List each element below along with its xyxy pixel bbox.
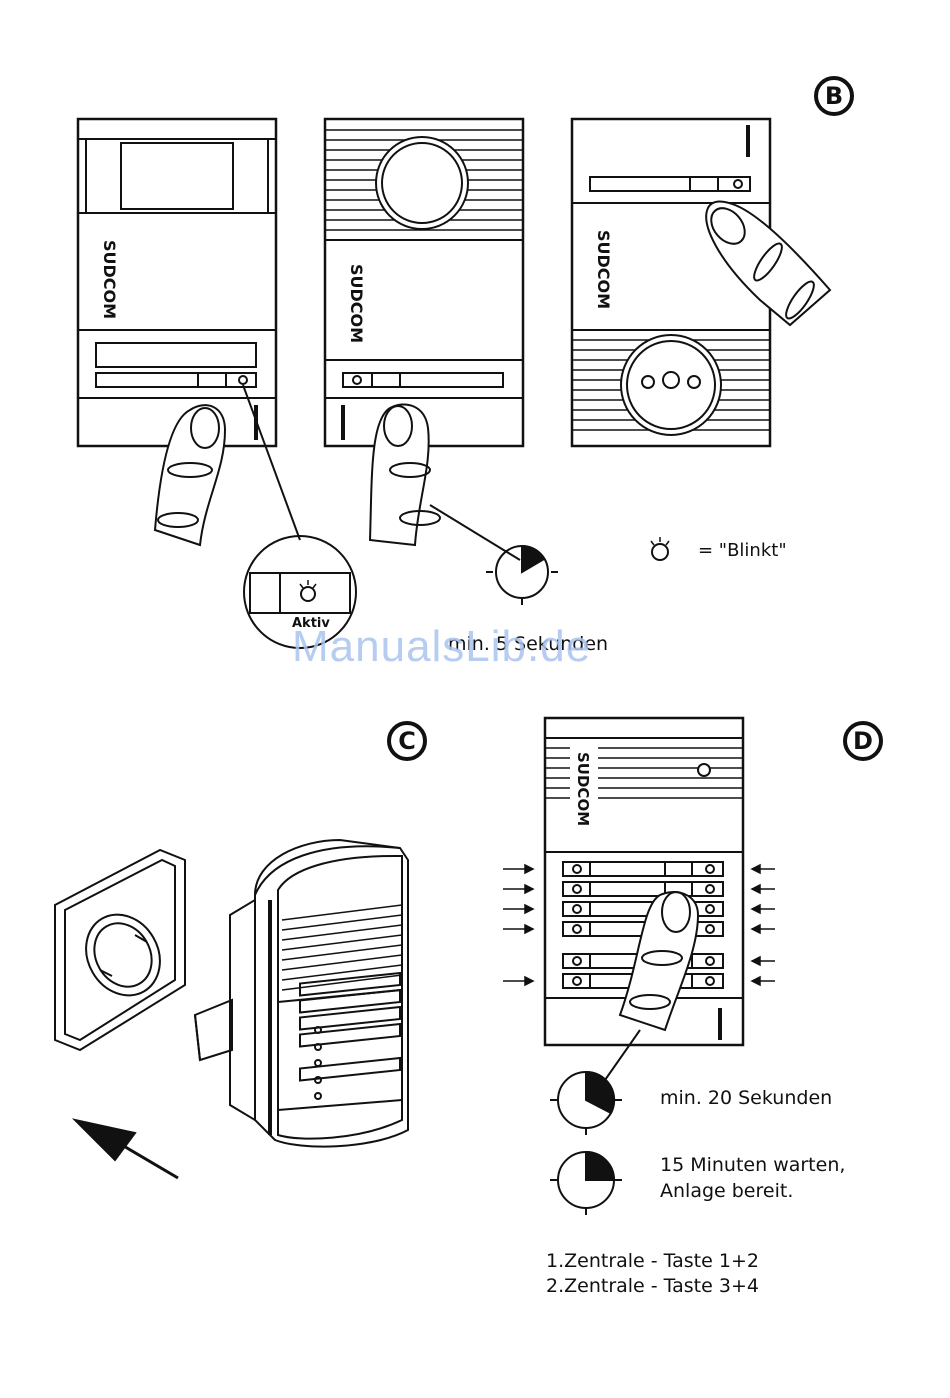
min-20-label: min. 20 Sekunden bbox=[660, 1087, 832, 1109]
section-d-badge: D bbox=[843, 721, 883, 761]
wait-line-2: Anlage bereit. bbox=[660, 1180, 793, 1202]
timer-5s bbox=[486, 546, 558, 605]
manualslib-watermark: ManualsLib.de bbox=[292, 622, 591, 672]
plug-in-receiver bbox=[195, 840, 408, 1147]
wall-socket bbox=[55, 850, 185, 1050]
wait-line-1: 15 Minuten warten, bbox=[660, 1154, 845, 1176]
svg-text:SUDCOM: SUDCOM bbox=[574, 752, 592, 826]
timer-15min bbox=[550, 1152, 622, 1215]
brand-logo: SUDCOM bbox=[100, 240, 119, 319]
insert-arrow bbox=[75, 1120, 178, 1178]
device-speaker-unit: SUDCOM bbox=[325, 119, 523, 446]
blinkt-legend: = "Blinkt" bbox=[698, 540, 787, 561]
finger-3 bbox=[704, 202, 830, 325]
device-socket-unit: SUDCOM bbox=[572, 119, 770, 446]
finger-2 bbox=[370, 404, 440, 545]
timer-20s bbox=[550, 1072, 622, 1135]
finger-4 bbox=[620, 892, 698, 1030]
section-c-badge: C bbox=[387, 721, 427, 761]
blink-icon bbox=[651, 537, 669, 560]
svg-text:SUDCOM: SUDCOM bbox=[594, 230, 613, 309]
zentrale-2-label: 2.Zentrale - Taste 3+4 bbox=[546, 1275, 759, 1297]
device-display-unit: SUDCOM bbox=[78, 119, 276, 446]
svg-text:SUDCOM: SUDCOM bbox=[347, 264, 366, 343]
zentrale-1-label: 1.Zentrale - Taste 1+2 bbox=[546, 1250, 759, 1272]
finger-1 bbox=[155, 405, 225, 545]
section-b-badge: B bbox=[814, 76, 854, 116]
